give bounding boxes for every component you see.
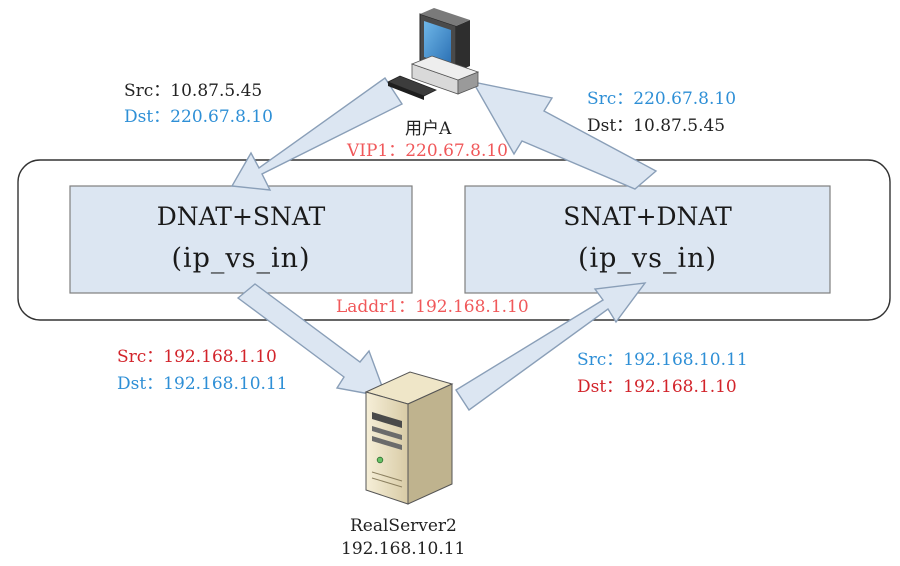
left-box <box>69 185 413 294</box>
computer-icon <box>387 8 480 100</box>
left-box-subtitle: (ip_vs_in) <box>171 243 311 274</box>
server-icon <box>364 371 454 505</box>
arrow-right-box-to-user <box>471 81 658 190</box>
bottom-left-dst: Dst：192.168.10.11 <box>117 374 288 394</box>
top-right-dst: Dst：10.87.5.45 <box>587 116 726 136</box>
top-left-dst: Dst：220.67.8.10 <box>124 107 273 127</box>
right-box-subtitle: (ip_vs_in) <box>577 243 718 274</box>
bottom-left-src: Src：192.168.1.10 <box>117 347 277 367</box>
top-left-src: Src：10.87.5.45 <box>124 81 263 101</box>
arrow-server-to-right-box <box>455 282 647 411</box>
server-name: RealServer2 <box>350 516 457 536</box>
arrow-user-to-left-box <box>230 77 404 191</box>
user-label: 用户A <box>405 119 452 139</box>
right-box-title: SNAT+DNAT <box>563 202 732 231</box>
top-right-src: Src：220.67.8.10 <box>587 89 737 109</box>
left-box-title: DNAT+SNAT <box>156 202 326 231</box>
right-box <box>464 185 831 294</box>
bottom-right-src: Src：192.168.10.11 <box>577 350 748 370</box>
vip-label: VIP1：220.67.8.10 <box>347 141 508 161</box>
bottom-right-dst: Dst：192.168.1.10 <box>577 377 737 397</box>
laddr-label: Laddr1：192.168.1.10 <box>336 297 529 317</box>
server-ip: 192.168.10.11 <box>341 539 466 559</box>
arrow-left-box-to-server <box>236 283 388 398</box>
